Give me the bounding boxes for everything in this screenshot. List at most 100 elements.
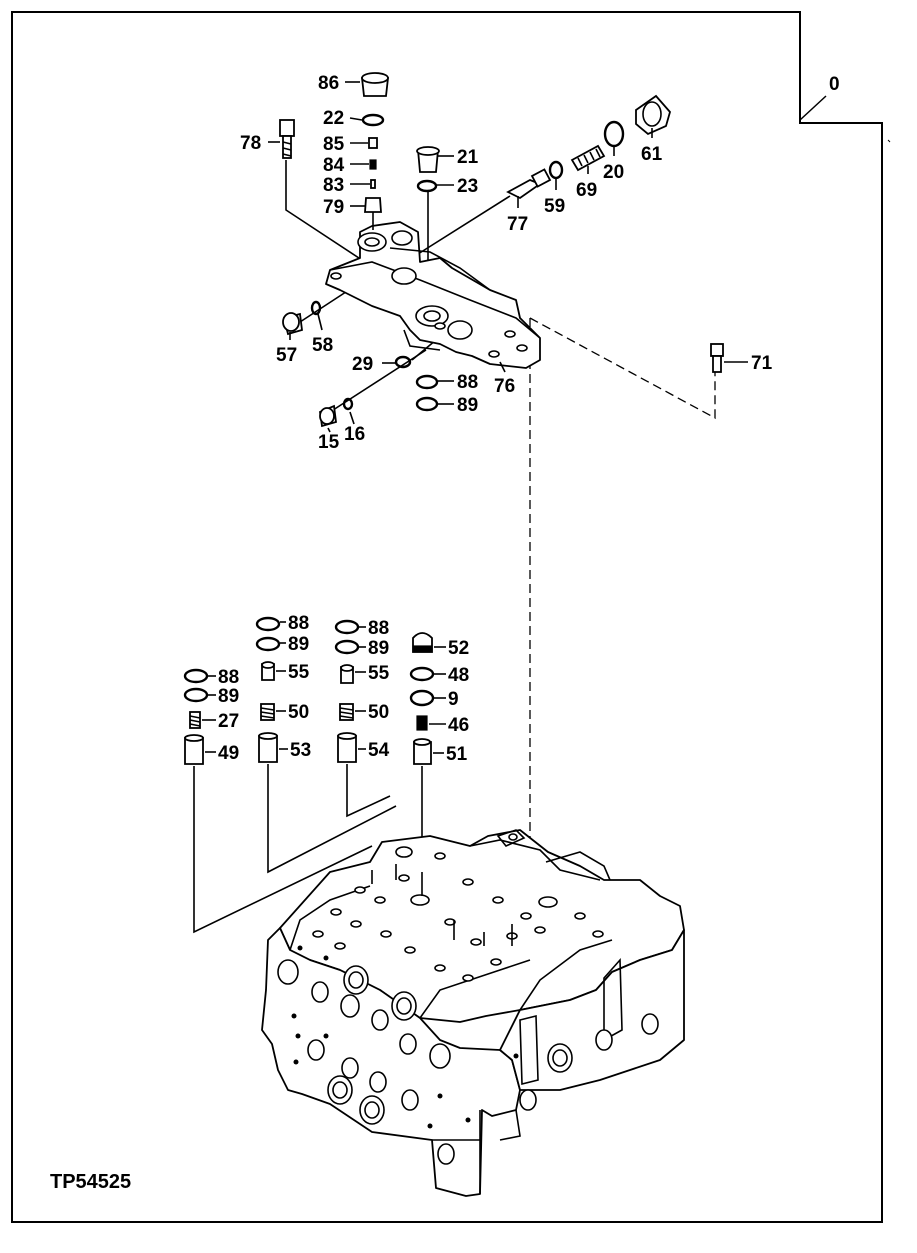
bolt-dot	[437, 1093, 443, 1099]
top-hole	[404, 946, 416, 954]
front-port	[437, 1143, 455, 1165]
block-flange-front	[519, 1014, 539, 1086]
callout-88-col3: 88	[368, 618, 389, 639]
callout-46: 46	[448, 715, 469, 736]
front-port	[369, 1071, 387, 1093]
control-valve-block	[261, 829, 685, 1197]
callout-16: 16	[344, 424, 365, 445]
part-55-seat-col3-top	[340, 664, 354, 672]
part-23-oring	[416, 179, 438, 193]
callout-leader	[317, 313, 323, 331]
callout-27: 27	[218, 711, 239, 732]
part-71-bolt-head	[710, 343, 724, 357]
callout-53: 53	[290, 740, 311, 761]
leader-57	[299, 287, 353, 323]
callout-86: 86	[318, 73, 339, 94]
callout-76: 76	[494, 376, 515, 397]
callout-61: 61	[641, 144, 663, 165]
part-21-plug-top	[416, 146, 440, 156]
part-22-oring	[361, 113, 385, 127]
part-27-coils	[189, 715, 201, 727]
part-89-oring-col1	[183, 687, 209, 703]
callout-84: 84	[323, 155, 345, 176]
part-55-seat-col2-top	[261, 661, 275, 669]
front-port	[641, 1013, 659, 1035]
callout-89-upper: 89	[457, 395, 478, 416]
part-49-valve	[184, 737, 204, 765]
block-step-1	[289, 885, 371, 951]
callout-23: 23	[457, 176, 478, 197]
callout-88-col1: 88	[218, 667, 239, 688]
front-port	[332, 1081, 348, 1099]
top-hole	[434, 852, 446, 860]
top-hole	[334, 942, 346, 950]
callout-89-col1: 89	[218, 686, 239, 707]
callout-59: 59	[544, 196, 565, 217]
corner-label: 0	[829, 74, 840, 95]
leader-78	[285, 160, 366, 263]
part-79-seat	[364, 197, 382, 213]
part-77-spool-end	[530, 168, 552, 188]
frame-border	[11, 11, 883, 1223]
frame-tick	[887, 139, 891, 143]
part-61-plug-face	[642, 101, 662, 127]
block-base	[432, 1109, 521, 1194]
part-71-bolt-shank	[712, 355, 722, 373]
callout-89-col3: 89	[368, 638, 389, 659]
cover-lower-edge	[403, 329, 441, 351]
callout-55-col3: 55	[368, 663, 390, 684]
top-hole	[592, 930, 604, 938]
leader-col3	[346, 764, 391, 818]
leader-77	[417, 195, 511, 255]
top-hole	[380, 930, 392, 938]
block-front-bolts	[291, 945, 519, 1129]
part-78-bolt-thread	[282, 141, 292, 157]
part-57-plug-face	[282, 312, 300, 332]
top-hole	[534, 926, 546, 934]
callout-55-col2: 55	[288, 662, 310, 683]
callout-leader	[327, 427, 331, 433]
callout-21: 21	[457, 147, 479, 168]
front-port	[340, 994, 360, 1018]
top-hole	[398, 874, 410, 882]
cover-port-3-inner	[423, 310, 441, 322]
part-89-oring-upper	[415, 396, 439, 412]
callout-88-col2: 88	[288, 613, 309, 634]
part-54-valve	[337, 735, 357, 763]
block-front-ports	[277, 959, 659, 1165]
top-hole	[350, 920, 362, 928]
part-88-oring-col2	[255, 616, 281, 632]
block-pins	[371, 864, 513, 946]
part-84-pin	[369, 159, 377, 170]
bolt-dot	[323, 955, 329, 961]
callout-85: 85	[323, 134, 345, 155]
part-51-valve-top	[413, 738, 431, 746]
callout-71: 71	[751, 353, 773, 374]
callout-leader	[349, 117, 363, 121]
lower-parts-stacks	[183, 616, 435, 934]
part-69-spring-coils	[577, 148, 601, 167]
top-hole	[492, 896, 504, 904]
part-49-valve-top	[184, 734, 204, 742]
cover-boss-2	[447, 320, 473, 340]
callout-79: 79	[323, 197, 344, 218]
callout-20: 20	[603, 162, 624, 183]
part-59-washer	[548, 160, 564, 180]
front-port	[519, 1089, 537, 1111]
bolt-dot	[293, 1059, 299, 1065]
part-29-oring	[394, 355, 412, 369]
dash-guide-71	[529, 317, 716, 420]
block-flange-right	[603, 957, 623, 1042]
front-port	[364, 1101, 380, 1119]
front-port	[401, 1089, 419, 1111]
top-hole	[470, 938, 482, 946]
part-86-plug-top	[361, 72, 389, 84]
callout-83: 83	[323, 175, 344, 196]
bolt-dot	[297, 945, 303, 951]
block-ear-top	[496, 829, 526, 847]
bolt-dot	[295, 1033, 301, 1039]
front-port	[307, 1039, 325, 1061]
part-78-bolt-shank	[282, 135, 292, 159]
part-54-valve-top	[337, 732, 357, 740]
